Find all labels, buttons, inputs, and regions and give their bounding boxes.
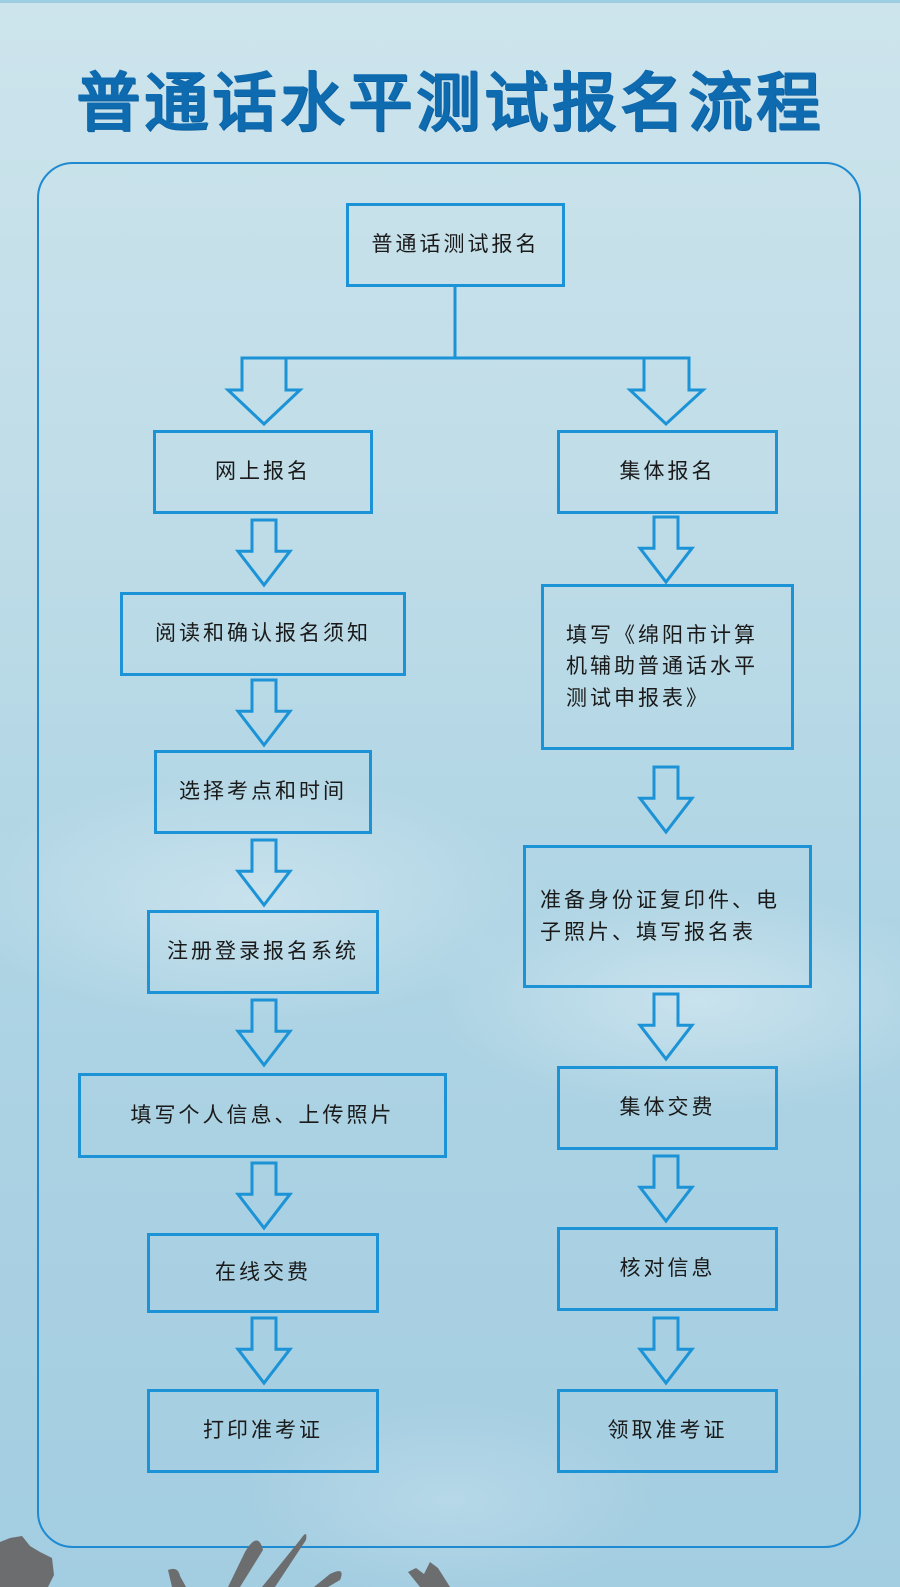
down-arrow-icon bbox=[636, 765, 696, 835]
step-label: 核对信息 bbox=[619, 1256, 716, 1281]
down-arrow-icon bbox=[636, 1316, 696, 1386]
finger-silhouette bbox=[262, 1534, 307, 1587]
flowchart-frame bbox=[37, 162, 861, 1548]
step-label: 填写《绵阳市计算机辅助普通话水平测试申报表》 bbox=[566, 622, 758, 710]
branch-split-left-arrow bbox=[224, 356, 455, 427]
read-confirm-notice-box: 阅读和确认报名须知 bbox=[120, 592, 406, 676]
root-step-box: 普通话测试报名 bbox=[346, 203, 565, 287]
top-border-line bbox=[0, 0, 900, 3]
finger-silhouette bbox=[168, 1568, 186, 1587]
prepare-documents-box: 准备身份证复印件、电子照片、填写报名表 bbox=[523, 845, 812, 988]
fill-application-form-box: 填写《绵阳市计算机辅助普通话水平测试申报表》 bbox=[541, 584, 794, 750]
step-label: 集体交费 bbox=[619, 1095, 716, 1120]
down-arrow-icon bbox=[234, 838, 294, 908]
root-step-label: 普通话测试报名 bbox=[371, 232, 540, 257]
hand-silhouette-right bbox=[408, 1562, 450, 1587]
down-arrow-icon bbox=[636, 1154, 696, 1224]
collect-admission-ticket-box: 领取准考证 bbox=[557, 1389, 778, 1473]
step-label: 领取准考证 bbox=[607, 1418, 728, 1443]
down-arrow-icon bbox=[234, 1161, 294, 1231]
group-registration-box: 集体报名 bbox=[557, 430, 778, 514]
page-title: 普通话水平测试报名流程 bbox=[76, 67, 824, 141]
register-login-box: 注册登录报名系统 bbox=[147, 910, 379, 994]
hand-silhouette-left bbox=[0, 1536, 54, 1587]
print-admission-ticket-box: 打印准考证 bbox=[147, 1389, 379, 1473]
step-label: 阅读和确认报名须知 bbox=[155, 621, 371, 646]
finger-silhouette bbox=[228, 1540, 263, 1587]
step-label: 在线交费 bbox=[215, 1260, 311, 1285]
finger-silhouette bbox=[314, 1571, 342, 1587]
step-label: 网上报名 bbox=[215, 459, 311, 484]
down-arrow-icon bbox=[234, 678, 294, 748]
online-payment-box: 在线交费 bbox=[147, 1233, 379, 1313]
down-arrow-icon bbox=[234, 518, 294, 588]
verify-info-box: 核对信息 bbox=[557, 1227, 778, 1311]
step-label: 打印准考证 bbox=[203, 1418, 323, 1443]
down-arrow-icon bbox=[636, 992, 696, 1062]
down-arrow-icon bbox=[234, 998, 294, 1068]
down-arrow-icon bbox=[636, 515, 696, 585]
branch-split-right-arrow bbox=[455, 356, 707, 427]
step-label: 准备身份证复印件、电子照片、填写报名表 bbox=[540, 888, 780, 944]
online-registration-box: 网上报名 bbox=[153, 430, 373, 514]
group-payment-box: 集体交费 bbox=[557, 1066, 778, 1150]
step-label: 选择考点和时间 bbox=[179, 779, 347, 804]
step-label: 注册登录报名系统 bbox=[167, 939, 359, 964]
step-label: 集体报名 bbox=[619, 459, 716, 484]
decorative-hands-illustration bbox=[0, 1534, 450, 1587]
fill-info-upload-photo-box: 填写个人信息、上传照片 bbox=[78, 1073, 447, 1158]
step-label: 填写个人信息、上传照片 bbox=[130, 1102, 395, 1127]
down-arrow-icon bbox=[234, 1316, 294, 1386]
choose-site-time-box: 选择考点和时间 bbox=[154, 750, 372, 834]
